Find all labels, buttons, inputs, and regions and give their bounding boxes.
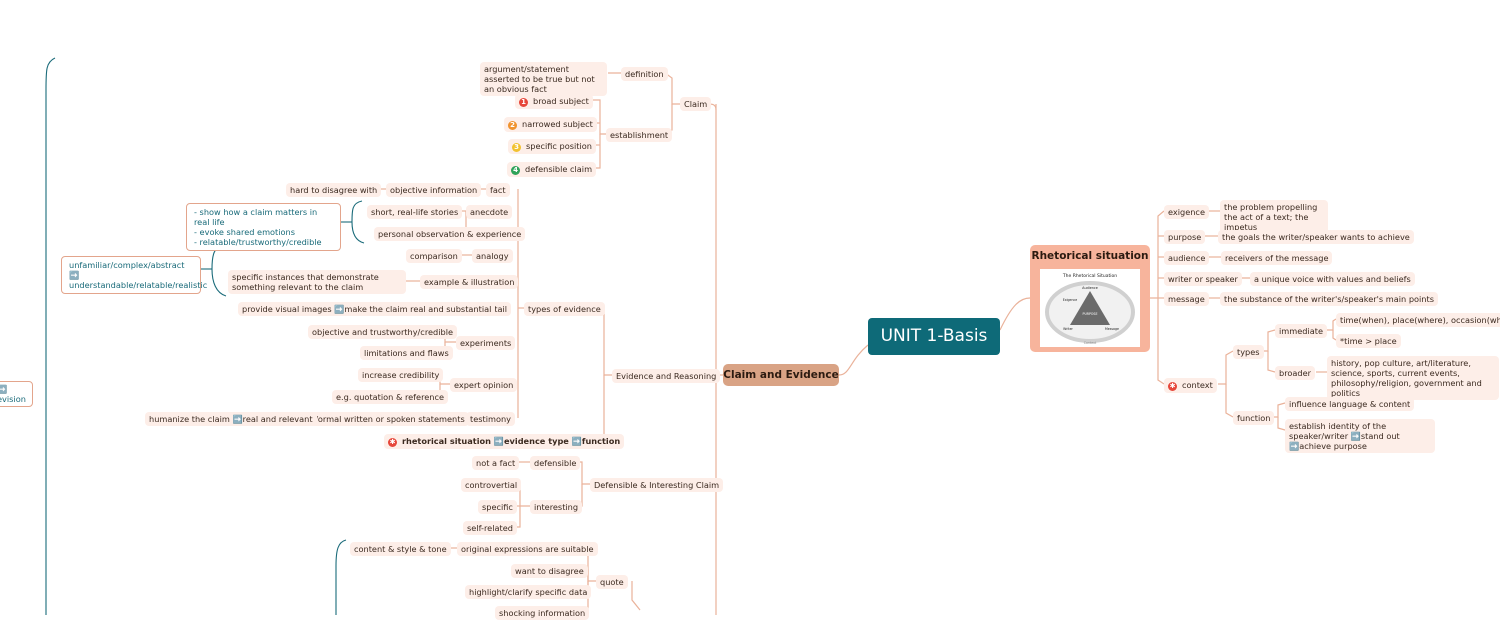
audience-text[interactable]: receivers of the message [1221,251,1333,265]
star-marker-icon: ✱ [388,438,397,447]
hard-to-disagree-topic[interactable]: hard to disagree with [286,183,382,197]
want-to-disagree-topic[interactable]: want to disagree [511,564,588,578]
analogy-note[interactable]: unfamiliar/complex/abstract ➡️ understan… [61,256,207,294]
context-topic[interactable]: ✱context [1164,378,1217,393]
establishment-topic[interactable]: establishment [606,128,673,142]
purpose-topic[interactable]: purpose [1164,230,1206,244]
shocking-info-topic[interactable]: shocking information [495,606,590,620]
defensible-topic[interactable]: defensible [530,456,581,470]
fact-topic[interactable]: fact [486,183,510,197]
function-text-1[interactable]: influence language & content [1285,397,1415,411]
quote-topic[interactable]: quote [596,575,628,589]
exigence-text[interactable]: the problem propelling the act of a text… [1220,200,1328,234]
purpose-text[interactable]: the goals the writer/speaker wants to ac… [1218,230,1414,244]
broader-text[interactable]: history, pop culture, art/literature, sc… [1327,356,1499,400]
broader-topic[interactable]: broader [1275,366,1316,380]
visual-images-topic[interactable]: provide visual images ➡️make the claim r… [238,302,496,316]
star-marker-icon: ✱ [1168,382,1177,391]
rhetorical-triangle-icon: The Rhetorical Situation Audience PURPOS… [1045,273,1135,345]
defensible-interesting-topic[interactable]: Defensible & Interesting Claim [590,478,724,492]
self-related-topic[interactable]: self-related [463,521,517,535]
analogy-topic[interactable]: analogy [472,249,513,263]
content-style-tone-topic[interactable]: content & style & tone [350,542,451,556]
step-3-badge: 3 [512,143,521,152]
highlight-data-topic[interactable]: highlight/clarify specific data [465,585,592,599]
types-topic[interactable]: types [1233,345,1264,359]
types-of-evidence-topic[interactable]: types of evidence [524,302,605,316]
central-topic[interactable]: UNIT 1-Basis [868,318,1000,355]
testimony-topic[interactable]: testimony [466,412,516,426]
comparison-topic[interactable]: comparison [406,249,462,263]
svg-text:The Rhetorical Situation: The Rhetorical Situation [1062,273,1117,279]
formal-statements-topic[interactable]: formal written or spoken statements [311,412,469,426]
message-topic[interactable]: message [1164,292,1209,306]
personal-observation-topic[interactable]: personal observation & experience [374,227,526,241]
svg-text:Writer: Writer [1063,327,1073,331]
specific-instances-topic[interactable]: specific instances that demonstrate some… [228,270,406,294]
immediate-text-1[interactable]: time(when), place(where), occasion(what) [1336,313,1500,327]
short-stories-topic[interactable]: short, real-life stories [367,205,463,219]
rhetorical-situation-topic[interactable]: Rhetorical situation The Rhetorical Situ… [1030,245,1150,352]
quotation-topic[interactable]: e.g. quotation & reference [332,390,449,404]
message-text[interactable]: the substance of the writer's/speaker's … [1220,292,1438,306]
experiments-topic[interactable]: experiments [456,336,516,350]
limitations-topic[interactable]: limitations and flaws [360,346,453,360]
evidence-reasoning-topic[interactable]: Evidence and Reasoning [612,369,721,383]
step-2-badge: 2 [508,121,517,130]
anecdote-note[interactable]: - show how a claim matters in real life … [186,203,341,251]
writer-topic[interactable]: writer or speaker [1164,272,1242,286]
claim-topic[interactable]: Claim [680,97,712,111]
function-topic[interactable]: function [1233,411,1275,425]
immediate-topic[interactable]: immediate [1275,324,1327,338]
objective-information-topic[interactable]: objective information [386,183,482,197]
svg-text:PURPOSE: PURPOSE [1083,312,1098,316]
step-4-badge: 4 [511,166,520,175]
definition-topic[interactable]: definition [621,67,668,81]
function-text-2[interactable]: establish identity of the speaker/writer… [1285,419,1435,453]
humanize-topic[interactable]: humanize the claim ➡️real and relevant [145,412,317,426]
svg-text:Message: Message [1105,327,1119,331]
writer-text[interactable]: a unique voice with values and beliefs [1250,272,1415,286]
anecdote-topic[interactable]: anecdote [466,205,513,219]
immediate-text-2[interactable]: *time > place [1336,334,1401,348]
claim-and-evidence-topic[interactable]: Claim and Evidence [723,364,839,386]
svg-text:Context: Context [1084,341,1097,345]
svg-text:Exigence: Exigence [1063,298,1078,302]
expert-opinion-topic[interactable]: expert opinion [450,378,518,392]
definition-text[interactable]: argument/statement asserted to be true b… [480,62,607,96]
not-a-fact-topic[interactable]: not a fact [472,456,520,470]
example-illustration-topic[interactable]: example & illustration [420,275,519,289]
svg-text:Audience: Audience [1082,286,1098,290]
audience-topic[interactable]: audience [1164,251,1210,265]
step-1-badge: 1 [519,98,528,107]
objective-trustworthy-topic[interactable]: objective and trustworthy/credible [308,325,458,339]
rhetorical-situation-diagram-image: The Rhetorical Situation Audience PURPOS… [1040,269,1140,347]
original-expressions-topic[interactable]: original expressions are suitable [457,542,598,556]
interesting-topic[interactable]: interesting [530,500,583,514]
controversial-topic[interactable]: controvertial [461,478,522,492]
exigence-topic[interactable]: exigence [1164,205,1209,219]
specific-topic[interactable]: specific [478,500,517,514]
increase-credibility-topic[interactable]: increase credibility [358,368,444,382]
left-partial-note[interactable]: ➡️ evision [0,381,33,407]
rhetorical-link-topic[interactable]: ✱rhetorical situation ➡️evidence type ➡️… [384,434,625,449]
